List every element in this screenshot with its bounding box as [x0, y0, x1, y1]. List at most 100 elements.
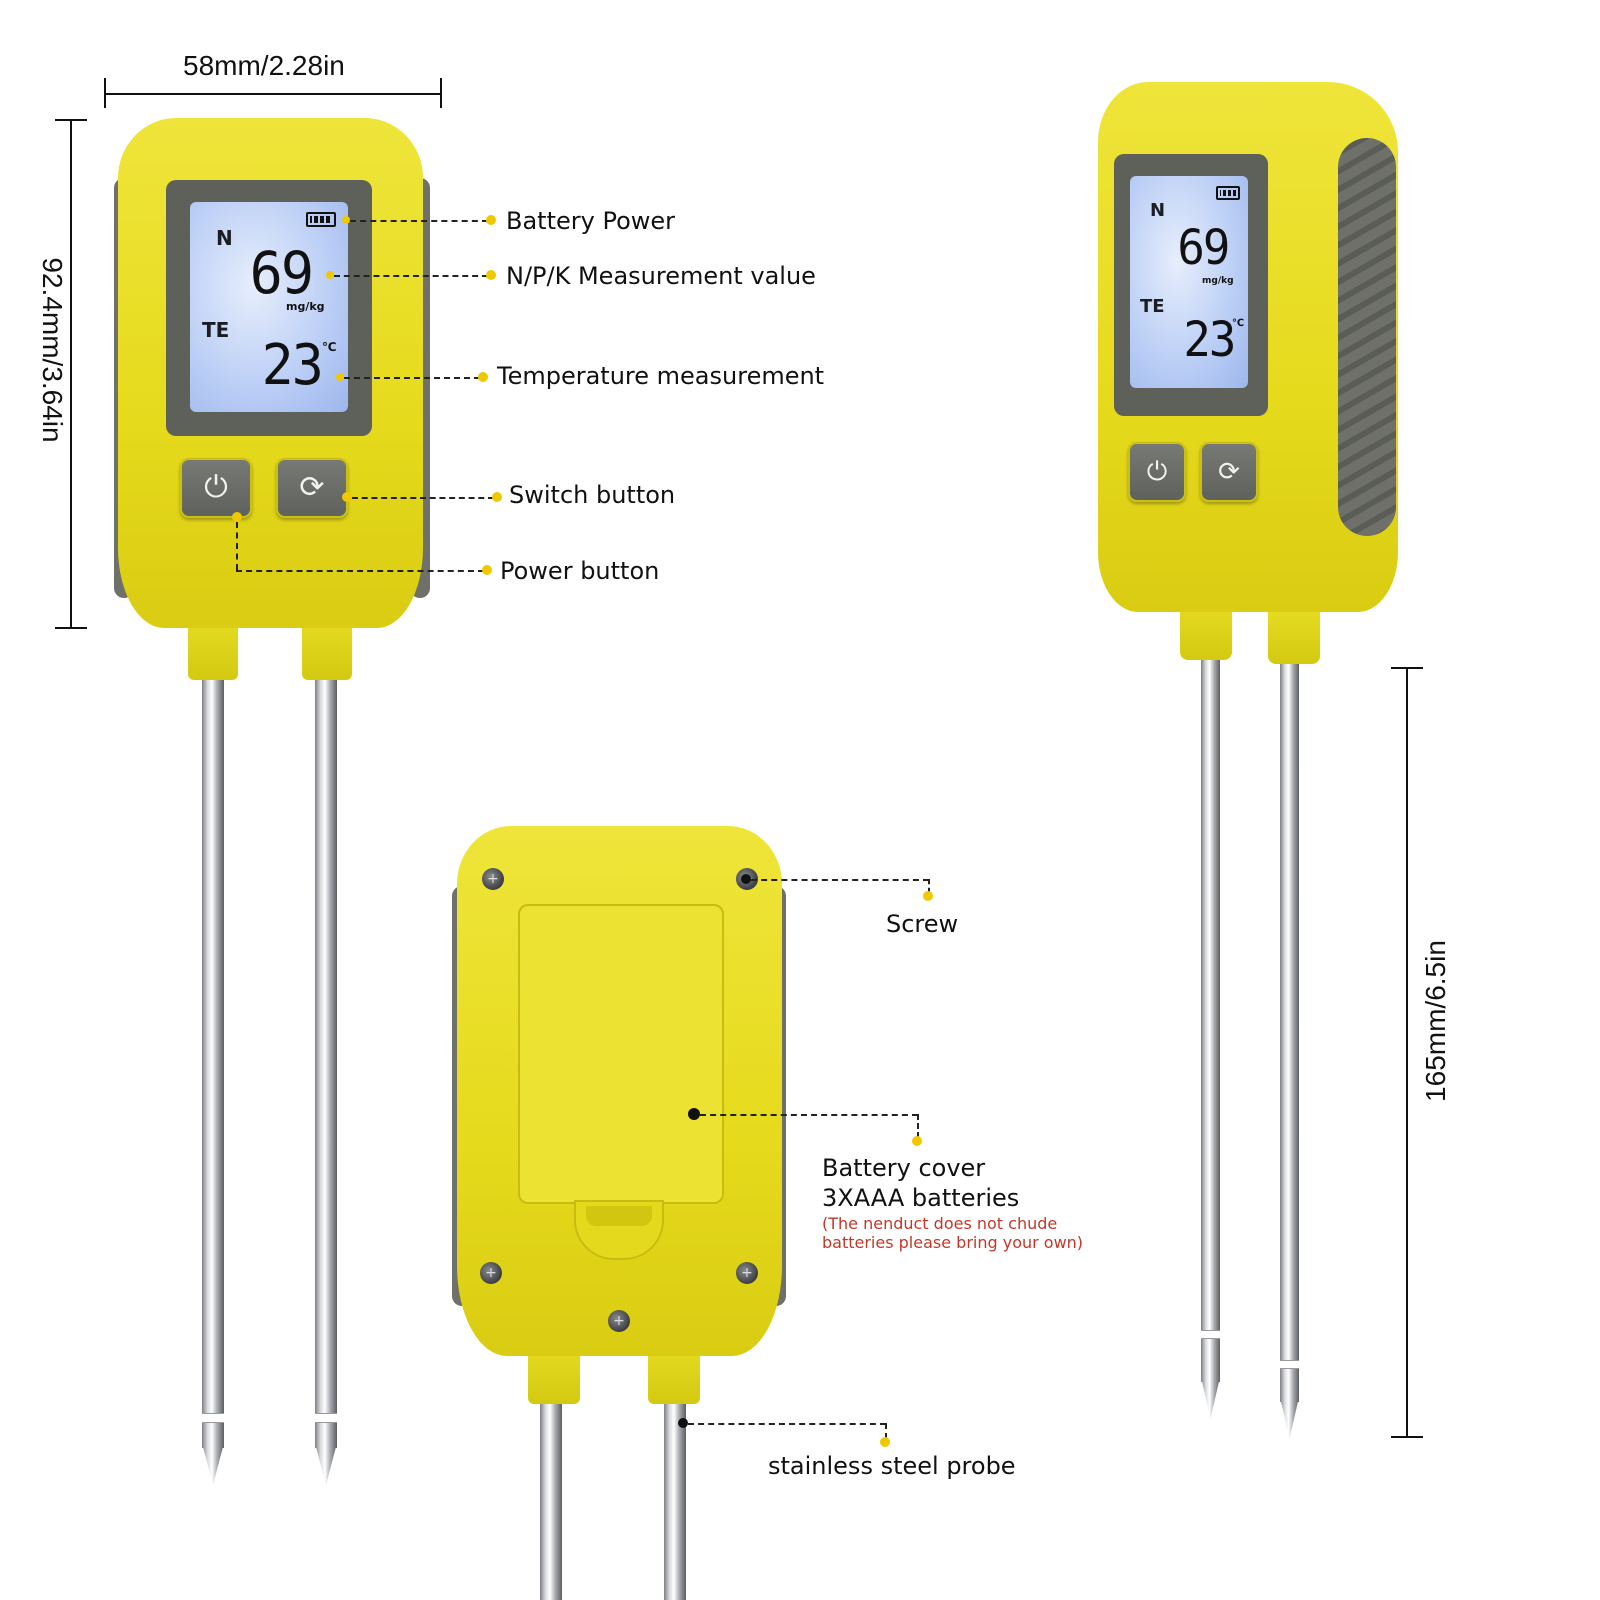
battery-cover-latch-notch	[586, 1206, 652, 1226]
side-ribbed-grip	[1338, 138, 1396, 536]
side-lcd-value: 69	[1177, 220, 1230, 276]
battery-cover-label: Battery cover	[822, 1154, 986, 1182]
npk-measurement-label: N/P/K Measurement value	[506, 262, 816, 290]
power-callout-dot	[482, 565, 492, 575]
screw-top-left: +	[482, 868, 504, 890]
screw-callout-dot	[923, 891, 933, 901]
width-dimension-label: 58mm/2.28in	[183, 50, 345, 81]
back-probe-right	[664, 1386, 686, 1600]
side-power-icon: ⏻	[1146, 457, 1168, 487]
probe-dimension-cap-bottom	[1391, 1436, 1423, 1438]
front-probe-left-tip	[202, 1443, 224, 1485]
power-callout-line-vertical	[236, 522, 238, 570]
switch-callout-line	[352, 497, 494, 499]
side-device: N 69 mg/kg TE 23 ℃ ⏻ ⟳	[1098, 82, 1408, 1442]
power-button[interactable]: ⏻	[180, 458, 252, 518]
screw-icon: +	[485, 1265, 497, 1281]
battery-note-line1: (The nenduct does not chude	[822, 1214, 1058, 1233]
temp-callout-dot	[478, 372, 488, 382]
switch-icon: ⟳	[299, 470, 325, 505]
power-icon: ⏻	[204, 470, 228, 505]
temp-callout-anchor	[336, 373, 344, 381]
lcd-temp-value: 23	[261, 333, 324, 398]
stainless-probe-label: stainless steel probe	[768, 1452, 1016, 1480]
side-probe-left-ring	[1201, 1330, 1220, 1339]
probe-callout-line-vertical	[885, 1423, 887, 1439]
side-lcd-value-unit: mg/kg	[1202, 276, 1234, 286]
side-lcd-temp-unit: ℃	[1232, 318, 1245, 329]
side-neck-right	[1268, 608, 1320, 664]
npk-callout-dot	[486, 270, 496, 280]
screw-callout-anchor	[741, 874, 751, 884]
side-probe-right	[1280, 652, 1299, 1402]
screw-bottom-left: +	[480, 1262, 502, 1284]
battery-type-label: 3XAAA batteries	[822, 1184, 1020, 1212]
temp-callout-line	[344, 377, 480, 379]
lcd-value: 69	[249, 239, 314, 307]
power-callout-line-horizontal	[236, 570, 484, 572]
front-probe-right-ring	[315, 1413, 337, 1423]
probe-dimension-label: 165mm/6.5in	[1420, 940, 1451, 1102]
lcd-value-unit: mg/kg	[286, 300, 325, 313]
screw-callout-line-vertical	[928, 879, 930, 893]
battery-callout-anchor	[342, 216, 350, 224]
probe-dimension-cap-top	[1391, 667, 1423, 669]
switch-button[interactable]: ⟳	[276, 458, 348, 518]
side-lcd-nutrient-letter: N	[1150, 200, 1166, 221]
back-probe-left	[540, 1386, 562, 1600]
side-probe-left	[1201, 642, 1220, 1382]
battery-cover-callout-dot	[912, 1136, 922, 1146]
switch-callout-dot	[492, 492, 502, 502]
side-battery-icon	[1216, 186, 1240, 200]
screw-icon: +	[741, 1265, 753, 1281]
battery-cover[interactable]	[518, 904, 724, 1204]
side-switch-button[interactable]: ⟳	[1200, 442, 1258, 502]
battery-callout-line	[350, 220, 488, 222]
height-dimension-cap-bottom	[55, 627, 87, 629]
battery-cover-callout-line	[700, 1114, 918, 1116]
battery-cover-callout-anchor	[688, 1108, 700, 1120]
width-dimension-line	[104, 93, 442, 95]
power-callout-anchor	[232, 512, 242, 522]
front-neck-right	[302, 618, 352, 680]
probe-dimension-line	[1406, 668, 1408, 1438]
probe-callout-dot	[880, 1437, 890, 1447]
front-device: N 69 mg/kg TE 23 ℃ ⏻ ⟳	[110, 118, 435, 1488]
front-probe-right	[315, 658, 337, 1448]
switch-callout-anchor	[342, 492, 352, 502]
front-lcd: N 69 mg/kg TE 23 ℃	[190, 202, 348, 412]
screw-bottom-center: +	[608, 1310, 630, 1332]
temperature-label: Temperature measurement	[497, 362, 825, 390]
screw-bottom-right: +	[736, 1262, 758, 1284]
lcd-temp-unit: ℃	[322, 340, 337, 354]
side-lcd-temp-value: 23	[1183, 312, 1236, 368]
front-probe-right-tip	[315, 1443, 337, 1485]
height-dimension-line	[70, 120, 72, 628]
front-probe-left	[202, 658, 224, 1448]
battery-icon	[306, 212, 336, 227]
battery-note-line2: batteries please bring your own)	[822, 1233, 1084, 1252]
width-dimension-cap-left	[104, 78, 106, 108]
side-lcd-temp-label: TE	[1140, 296, 1165, 317]
lcd-nutrient-letter: N	[216, 226, 233, 250]
power-button-label: Power button	[500, 557, 660, 585]
front-probe-left-ring	[202, 1413, 224, 1423]
screw-icon: +	[613, 1313, 625, 1329]
side-lcd: N 69 mg/kg TE 23 ℃	[1130, 176, 1248, 388]
npk-callout-line	[334, 275, 488, 277]
battery-cover-callout-line-vertical	[917, 1114, 919, 1138]
battery-callout-dot	[486, 215, 496, 225]
height-dimension-cap-top	[55, 119, 87, 121]
screw-icon: +	[487, 871, 499, 887]
width-dimension-cap-right	[440, 78, 442, 108]
npk-callout-anchor	[326, 271, 334, 279]
side-switch-icon: ⟳	[1218, 457, 1240, 487]
probe-callout-line	[688, 1423, 886, 1425]
battery-power-label: Battery Power	[506, 207, 676, 235]
lcd-temp-label: TE	[202, 318, 230, 342]
height-dimension-label: 92.4mm/3.64in	[37, 257, 68, 443]
front-neck-left	[188, 618, 238, 680]
side-power-button[interactable]: ⏻	[1128, 442, 1186, 502]
side-probe-right-ring	[1280, 1360, 1299, 1369]
switch-button-label: Switch button	[509, 481, 676, 509]
